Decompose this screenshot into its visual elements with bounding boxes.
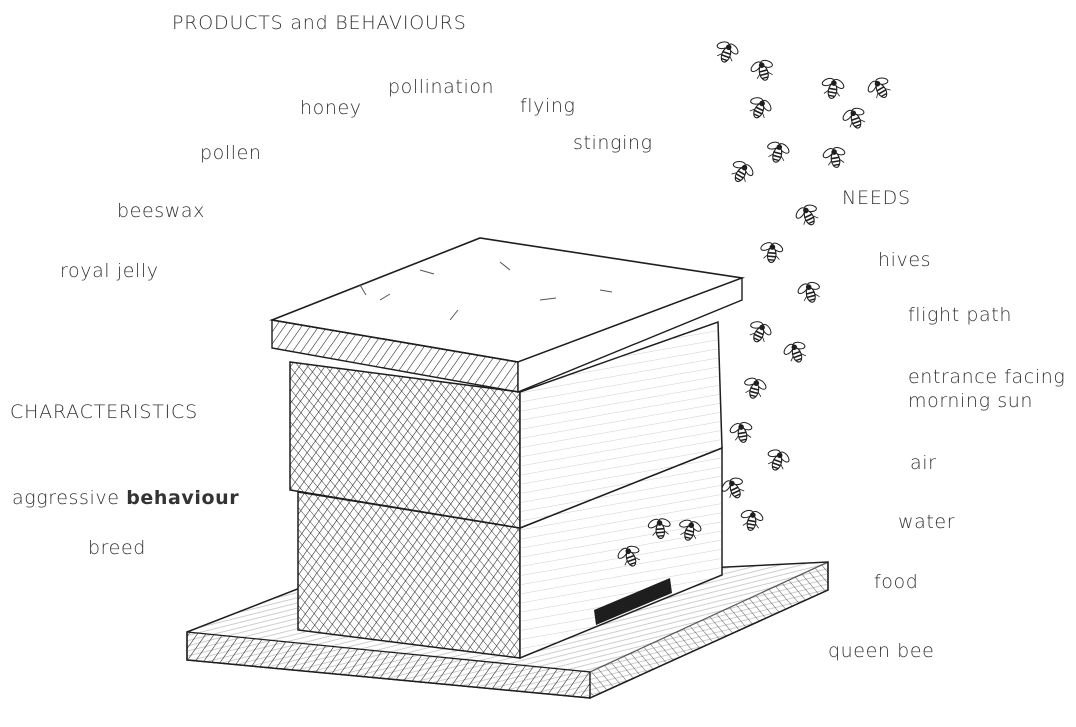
label-flight-path: flight path	[908, 304, 1012, 326]
label-flying: flying	[520, 95, 576, 117]
label-hives: hives	[878, 249, 931, 271]
label-honey: honey	[300, 97, 362, 119]
needs-heading: NEEDS	[842, 187, 911, 209]
label-air: air	[910, 452, 937, 474]
label-stinging: stinging	[573, 132, 653, 154]
label-breed: breed	[88, 537, 146, 559]
label-royal-jelly: royal jelly	[60, 260, 159, 282]
label-aggressive-behaviour: aggressive behaviour	[12, 487, 239, 509]
label-behaviour: behaviour	[126, 487, 239, 509]
label-pollen: pollen	[200, 142, 262, 164]
label-queen-bee: queen bee	[828, 640, 934, 662]
label-food: food	[874, 571, 918, 593]
label-water: water	[898, 511, 955, 533]
label-beeswax: beeswax	[117, 200, 205, 222]
characteristics-heading: CHARACTERISTICS	[10, 401, 198, 423]
label-aggressive-prefix: aggressive	[12, 487, 120, 509]
products-behaviours-heading: PRODUCTS and BEHAVIOURS	[172, 12, 467, 34]
label-pollination: pollination	[388, 76, 494, 98]
label-entrance-facing: entrance facing	[908, 366, 1065, 388]
label-morning-sun: morning sun	[908, 390, 1033, 412]
